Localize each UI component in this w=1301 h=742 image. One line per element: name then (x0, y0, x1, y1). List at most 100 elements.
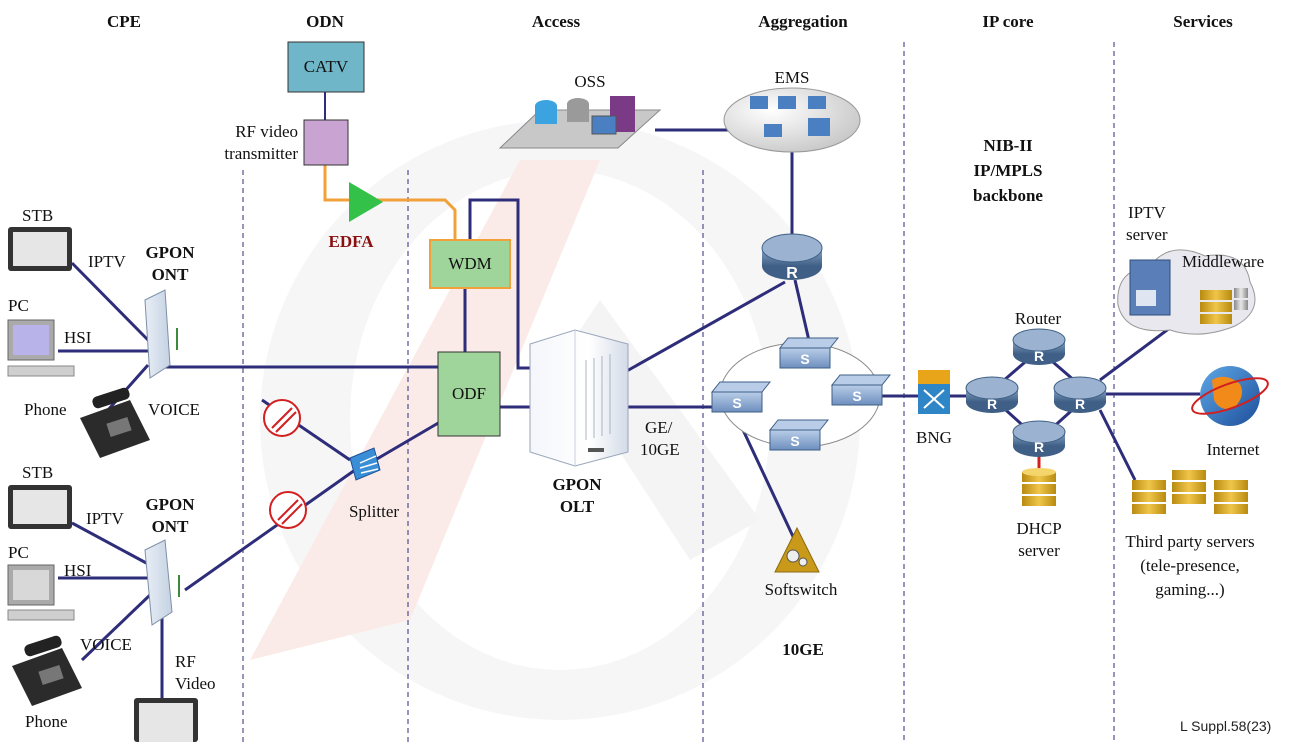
attenuator-icon-bottom (269, 491, 307, 529)
core-router-left (965, 376, 1019, 413)
figure-id: L Suppl.58(23) (1180, 718, 1272, 734)
ont-bottom-icon (144, 539, 180, 626)
tenge-label: 10GE (782, 640, 824, 659)
column-header-odn: ODN (306, 12, 344, 31)
odf-label: ODF (451, 384, 487, 403)
backbone-label-1: NIB-II (983, 136, 1033, 155)
internet-globe-icon (1191, 366, 1269, 426)
switch-icon-4 (768, 419, 830, 451)
oss-label: OSS (574, 72, 606, 91)
core-router-letter-right: R (1075, 396, 1085, 412)
switch-letter-2: S (732, 395, 741, 411)
olt-chassis-icon (529, 329, 629, 467)
stb-top-icon (8, 227, 72, 271)
core-router-bottom (1012, 420, 1066, 457)
wdm-label: WDM (448, 254, 492, 273)
voice-top-label: VOICE (148, 400, 200, 419)
splitter-icon (349, 447, 381, 481)
splitter-odf-link (369, 420, 441, 465)
aggregation-router-icon (761, 233, 823, 280)
backbone-label-2: IP/MPLS (973, 161, 1043, 180)
stb-top-label: STB (22, 206, 54, 225)
ont-bottom-label-1: GPON (145, 495, 195, 514)
ont-bottom-splitter-link (184, 468, 356, 592)
splitter-label: Splitter (348, 502, 400, 521)
third-party-label-1: Third party servers (1125, 532, 1255, 551)
hsi-bottom-label: HSI (64, 561, 92, 580)
rf-link (323, 165, 457, 240)
switch-letter-3: S (852, 388, 861, 404)
cpe-top-stb-link (70, 261, 150, 342)
router-ring-link (793, 279, 812, 346)
iptv-server-label-1: IPTV (1128, 203, 1166, 222)
third-party-label-2: (tele-presence, (1140, 556, 1240, 575)
rf-transmitter-label-2: transmitter (224, 144, 298, 163)
catv-label: CATV (303, 57, 349, 76)
core-router-letter-left: R (987, 396, 997, 412)
pc-bottom-icon (7, 564, 75, 621)
olt-agg-router-link (624, 280, 786, 374)
column-header-access: Access (531, 12, 581, 31)
middleware-icon (1200, 288, 1248, 324)
ont-top-label-2: ONT (151, 265, 189, 284)
rf-transmitter-label-1: RF video (235, 122, 298, 141)
cpe-bottom-stb-link (71, 521, 151, 567)
column-header-ipcore: IP core (982, 12, 1034, 31)
phone-top-icon (80, 387, 150, 458)
iptv-server-label-2: server (1126, 225, 1168, 244)
iptv-bottom-label: IPTV (86, 509, 124, 528)
oss-icon (498, 96, 662, 149)
third-party-servers-icon (1132, 470, 1248, 514)
dhcp-server-icon (1022, 468, 1056, 506)
switch-icon-1 (778, 337, 840, 369)
ems-label: EMS (774, 68, 810, 87)
edfa-amplifier-icon (349, 182, 383, 222)
internet-label: Internet (1206, 440, 1260, 459)
edfa-label: EDFA (328, 232, 374, 251)
pc-top-icon (7, 319, 75, 377)
core-router-letter-top: R (1034, 348, 1044, 364)
router-label: Router (1014, 309, 1062, 328)
rf-video-label-1: RF (175, 652, 196, 671)
middleware-label: Middleware (1182, 252, 1265, 271)
dhcp-label-1: DHCP (1016, 519, 1062, 538)
third-party-label-3: gaming...) (1155, 580, 1225, 599)
olt-label-1: GPON (552, 475, 602, 494)
iptv-server-icon (1129, 259, 1171, 316)
phone-top-label: Phone (24, 400, 67, 419)
rf-video-label-2: Video (175, 674, 216, 693)
core-router-top (1012, 328, 1066, 365)
ont-bottom-label-2: ONT (151, 517, 189, 536)
pc-bottom-label: PC (8, 543, 29, 562)
core-router-right (1053, 376, 1107, 413)
ge-label-2: 10GE (640, 440, 680, 459)
bng-label: BNG (916, 428, 952, 447)
switch-letter-4: S (790, 433, 799, 449)
aggregation-router-letter: R (786, 265, 798, 282)
switch-letter-1: S (800, 351, 809, 367)
rf-video-tv-icon (134, 698, 198, 742)
switch-icon-3 (830, 374, 892, 406)
backbone-label-3: backbone (973, 186, 1043, 205)
switch-softswitch-link (734, 414, 799, 546)
switch-icon-2 (710, 381, 772, 413)
wdm-olt-link (468, 198, 545, 370)
bng-icon (918, 370, 950, 414)
phone-bottom-icon (12, 635, 82, 706)
stb-bottom-icon (8, 485, 72, 529)
column-header-services: Services (1173, 12, 1233, 31)
stb-bottom-label: STB (22, 463, 54, 482)
rf-video-transmitter-box (303, 119, 349, 166)
ont-top-label-1: GPON (145, 243, 195, 262)
ems-icon (723, 87, 861, 153)
pc-top-label: PC (8, 296, 29, 315)
odf-box (437, 351, 501, 437)
cpe-bottom-phone-link (80, 593, 152, 662)
wdm-box (429, 239, 511, 289)
hsi-top-label: HSI (64, 328, 92, 347)
ont-top-icon (144, 289, 178, 379)
phone-bottom-label: Phone (25, 712, 68, 731)
dhcp-label-2: server (1018, 541, 1060, 560)
catv-box (287, 41, 365, 93)
